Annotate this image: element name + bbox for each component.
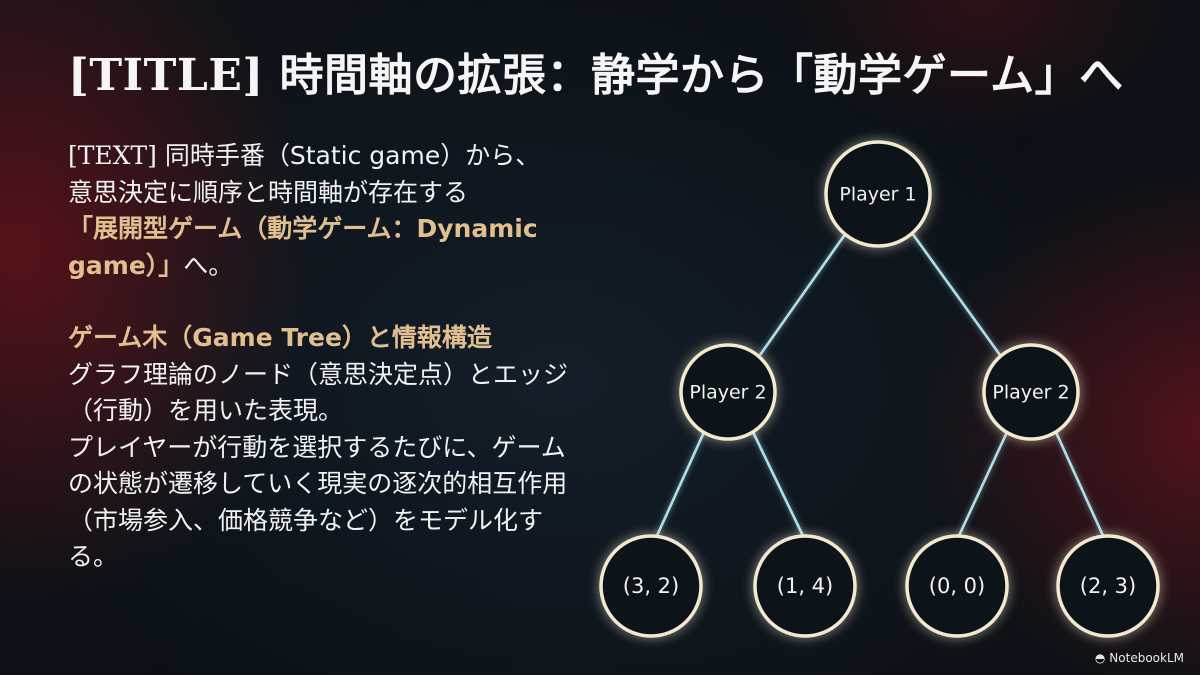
- edge-right-leaf-3: [955, 429, 1010, 541]
- dynamic-game-highlight: 「展開型ゲーム（動学ゲーム：Dynamic game）」: [68, 214, 538, 280]
- leaf-4-payoff: (2, 3): [1080, 574, 1136, 598]
- node-left-label: Player 2: [689, 382, 766, 404]
- node-left-circle: [679, 343, 777, 441]
- leaf-3-circle: [905, 534, 1009, 638]
- leaf-1-circle: [599, 534, 703, 638]
- edge-root-right: [910, 232, 1002, 356]
- leaf-3: (0, 0): [905, 534, 1009, 638]
- notebooklm-logo: ◓ NotebookLM: [1095, 651, 1184, 665]
- leaf-2-payoff: (1, 4): [777, 574, 833, 598]
- node-right: Player 2: [982, 343, 1080, 441]
- leaf-4: (2, 3): [1056, 534, 1160, 638]
- node-right-circle: [982, 343, 1080, 441]
- notebooklm-icon: ◓: [1094, 651, 1106, 665]
- node-root-circle: [824, 140, 932, 248]
- leaf-4-circle: [1056, 534, 1160, 638]
- edge-left-leaf-2: [750, 429, 807, 541]
- paragraph-1-line-1: 同時手番（Static game）から、: [156, 141, 541, 170]
- paragraph-graph-representation: グラフ理論のノード（意思決定点）とエッジ（行動）を用いた表現。: [68, 359, 569, 426]
- leaf-2-circle: [753, 534, 857, 638]
- paragraph-1-tail: へ。: [183, 250, 234, 280]
- game-tree-heading: ゲーム木（Game Tree）と情報構造: [68, 323, 492, 352]
- logo-text: NotebookLM: [1109, 651, 1184, 665]
- text-tag: [TEXT]: [68, 141, 157, 170]
- edge-left-leaf-1: [653, 429, 707, 541]
- leaf-3-payoff: (0, 0): [929, 574, 985, 598]
- leaf-2: (1, 4): [753, 534, 857, 638]
- paragraph-sequential-interaction: プレイヤーが行動を選択するたびに、ゲームの状態が遷移していく現実の逐次的相互作用…: [68, 432, 568, 572]
- paragraph-1-line-2: 意思決定に順序と時間軸が存在する: [68, 177, 469, 207]
- leaf-1: (3, 2): [599, 534, 703, 638]
- slide-title: [TITLE] 時間軸の拡張：静学から「動学ゲーム」へ: [68, 50, 1124, 101]
- leaf-1-payoff: (3, 2): [623, 574, 679, 598]
- node-root-label: Player 1: [839, 184, 916, 206]
- node-root: Player 1: [824, 140, 932, 248]
- paragraph-static-to-dynamic: [TEXT] 同時手番（Static game）から、 意思決定に順序と時間軸が…: [68, 138, 588, 284]
- node-right-label: Player 2: [992, 382, 1069, 404]
- edge-right-leaf-4: [1053, 429, 1107, 541]
- tree-edges: [653, 232, 1107, 541]
- edge-root-left: [758, 232, 848, 356]
- node-left: Player 2: [679, 343, 777, 441]
- body-text: [TEXT] 同時手番（Static game）から、 意思決定に順序と時間軸が…: [68, 138, 588, 576]
